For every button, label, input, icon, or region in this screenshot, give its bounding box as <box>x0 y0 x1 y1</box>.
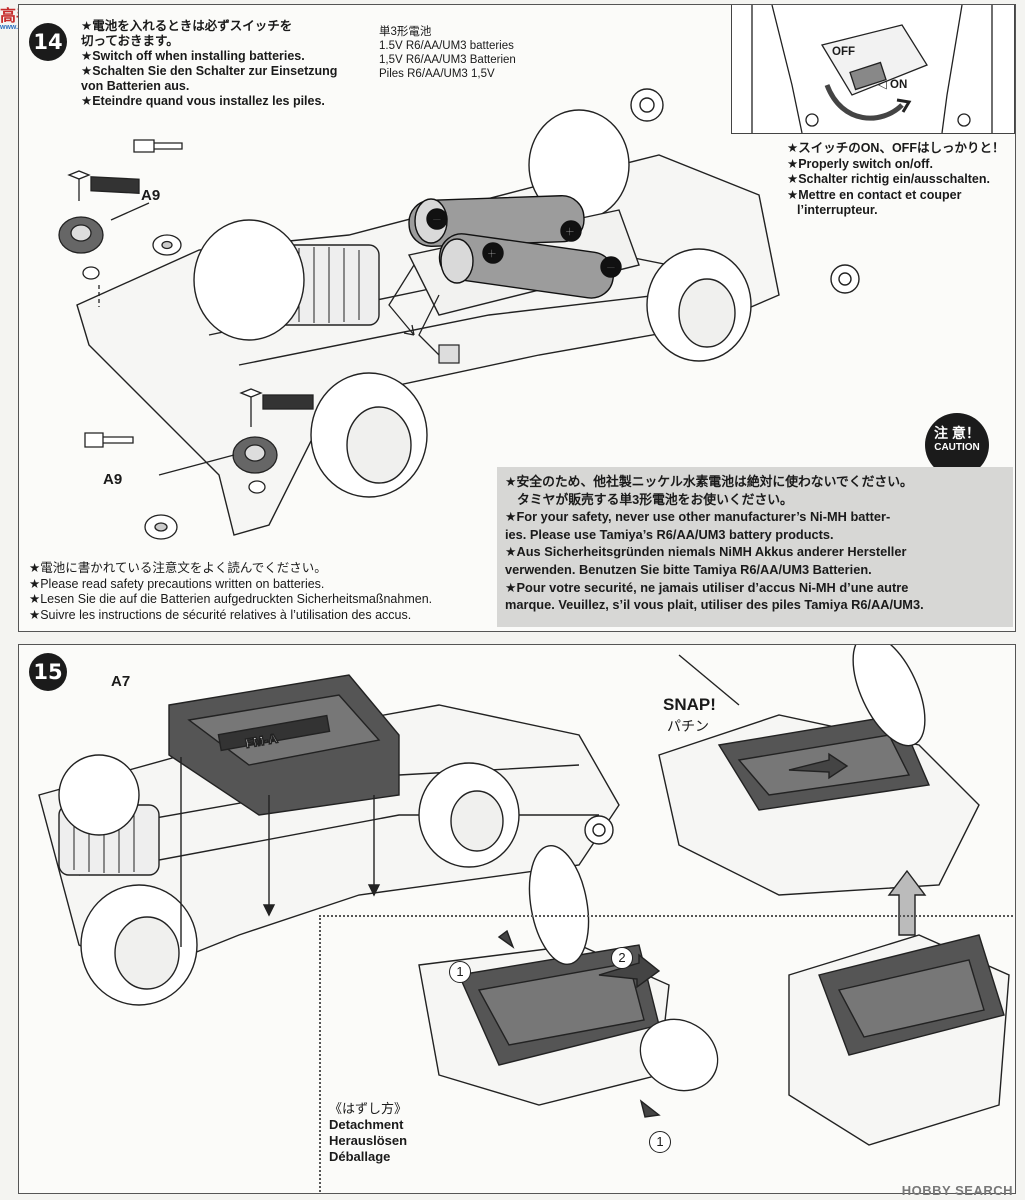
detachment-label: 《はずし方》 Detachment Herauslösen Déballage <box>329 1101 407 1165</box>
caution-line: verwenden. Benutzen Sie bitte Tamiya R6/… <box>505 561 872 577</box>
switch-on-label: ◁ ON <box>878 79 908 91</box>
step-marker: 1 <box>649 1131 671 1153</box>
svg-text:FM-A: FM-A <box>244 730 279 751</box>
caution-line: ★Pour votre securité, ne jamais utiliser… <box>505 579 909 595</box>
note-line: ★Properly switch on/off. <box>787 156 933 171</box>
caution-line: ★Aus Sicherheitsgründen niemals NiMH Akk… <box>505 544 907 560</box>
part-a7-label: A7 <box>111 673 131 690</box>
detach-en: Detachment <box>329 1117 404 1132</box>
snap-label-jp: パチン <box>667 718 709 734</box>
note-line: von Batterien aus. <box>81 79 190 93</box>
step-number: 14 <box>29 23 67 61</box>
note-line: ★電池に書かれている注意文をよく読んでください。 <box>29 561 327 575</box>
part-a9-top-label: A9 <box>141 187 161 204</box>
detach-jp: 《はずし方》 <box>329 1101 408 1116</box>
battery-label-line: 単3形電池 <box>379 26 432 38</box>
caution-badge: 注 意！ CAUTION <box>925 413 989 477</box>
step-marker: 1 <box>449 961 471 983</box>
note-line: ★スイッチのON、OFFはしっかりと！ <box>787 141 1005 155</box>
caution-line: ★安全のため、他社製ニッケル水素電池は絶対に使わないでください。 <box>505 474 913 489</box>
note-line: ★Schalten Sie den Schalter zur Einsetzun… <box>81 64 338 78</box>
note-line: 切っておきます。 <box>81 34 179 48</box>
caution-line: タミヤが販売する単3形電池をお使いください。 <box>517 491 793 507</box>
switch-properly-note: ★スイッチのON、OFFはしっかりと！ ★Properly switch on/… <box>787 141 1004 219</box>
svg-text:+: + <box>486 246 498 262</box>
battery-safety-note: ★電池に書かれている注意文をよく読んでください。 ★Please read sa… <box>29 561 432 623</box>
svg-text:+: + <box>564 224 576 240</box>
detach-fr: Déballage <box>329 1149 391 1164</box>
battery-label-line: 1.5V R6/AA/UM3 batteries <box>379 40 514 52</box>
battery-label: 単3形電池 1.5V R6/AA/UM3 batteries 1,5V R6/A… <box>379 25 516 81</box>
caution-line: ★For your safety, never use other manufa… <box>505 509 891 525</box>
detach-de: Herauslösen <box>329 1133 408 1148</box>
watermark: HOBBY SEARCH <box>901 1183 1013 1198</box>
note-line: ★電池を入れるときは必ずスイッチを <box>81 19 293 33</box>
snap-label: SNAP! <box>663 695 716 714</box>
note-line: ★Please read safety precautions written … <box>29 576 325 591</box>
switch-off-label: OFF <box>832 46 855 58</box>
note-line: ★Switch off when installing batteries. <box>81 49 305 63</box>
caution-badge-en: CAUTION <box>934 442 980 453</box>
caution-line: ies. Please use Tamiya’s R6/AA/UM3 batte… <box>505 526 834 542</box>
svg-text:−: − <box>605 260 617 276</box>
svg-text:−: − <box>431 212 443 228</box>
chassis-illustration-14: − + + − <box>58 88 860 540</box>
step-marker: 2 <box>611 947 633 969</box>
note-line: ★Suivre les instructions de sécurité rel… <box>29 607 412 622</box>
note-line: l’interrupteur. <box>797 203 878 217</box>
caution-badge-jp: 注 意！ <box>934 425 980 441</box>
step-number: 15 <box>29 653 67 691</box>
switch-inset-drawing <box>751 5 993 134</box>
note-line: ★Mettre en contact et couper <box>787 187 962 202</box>
battery-label-line: 1,5V R6/AA/UM3 Batterien <box>379 54 516 66</box>
detach-dotted-frame <box>319 915 1015 1193</box>
note-line: ★Schalter richtig ein/ausschalten. <box>787 172 990 186</box>
note-line: ★Eteindre quand vous installez les piles… <box>81 94 325 108</box>
chassis-illustration-15: FM-A <box>38 645 1010 1146</box>
part-a9-bottom-label: A9 <box>103 471 123 488</box>
caution-box: ★安全のため、他社製ニッケル水素電池は絶対に使わないでください。 タミヤが販売す… <box>497 467 1013 627</box>
switch-off-note: ★電池を入れるときは必ずスイッチを 切っておきます。 ★Switch off w… <box>81 19 337 109</box>
battery-label-line: Piles R6/AA/UM3 1,5V <box>379 68 495 80</box>
switch-inset: OFF ◁ ON <box>731 5 1015 134</box>
step-14-panel: 14 ★電池を入れるときは必ずスイッチを 切っておきます。 ★Switch of… <box>18 4 1016 632</box>
step-15-panel: 15 A7 FM-A <box>18 644 1016 1194</box>
note-line: ★Lesen Sie die auf die Batterien aufgedr… <box>29 592 433 606</box>
caution-line: marque. Veuillez, s’il vous plait, utili… <box>505 597 924 613</box>
